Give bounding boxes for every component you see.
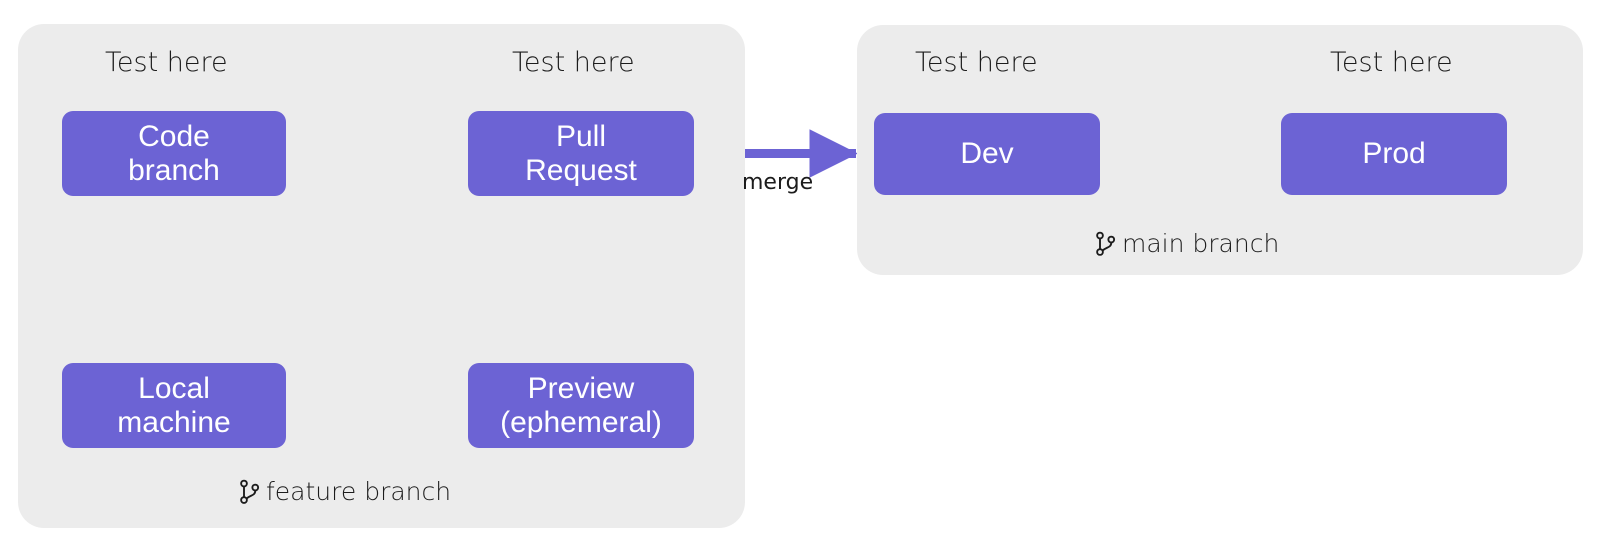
node-dev[interactable]: Dev [874,113,1100,195]
node-preview[interactable]: Preview (ephemeral) [468,363,694,448]
branch-caption-main-label: main branch [1122,229,1280,258]
node-prod[interactable]: Prod [1281,113,1507,195]
node-pull-request[interactable]: Pull Request [468,111,694,196]
swimlane-label-test-here-3: Test here [915,47,1038,78]
git-branch-icon [1096,231,1116,257]
swimlane-panel-feature-branch [18,24,745,528]
swimlane-label-test-here-4: Test here [1330,47,1453,78]
branch-caption-main: main branch [1096,229,1279,258]
branch-caption-feature: feature branch [240,477,451,506]
swimlane-label-test-here-2: Test here [512,47,635,78]
node-code-branch[interactable]: Code branch [62,111,286,196]
edge-label-merge: merge [742,170,814,195]
node-local-machine[interactable]: Local machine [62,363,286,448]
branch-caption-feature-label: feature branch [266,477,452,506]
swimlane-label-test-here-1: Test here [105,47,228,78]
git-branch-icon [240,479,260,505]
